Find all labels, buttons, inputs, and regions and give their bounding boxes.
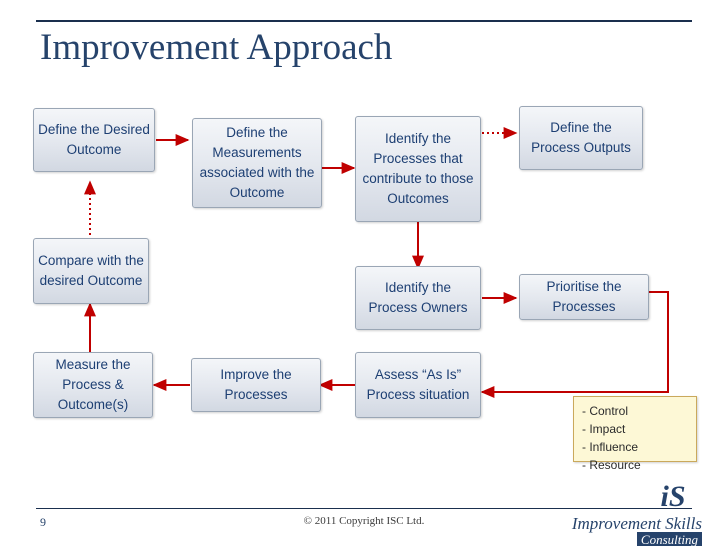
node-identify-process-owners[interactable]: Identify the Process Owners — [355, 266, 481, 330]
node-label: Define the Process Outputs — [531, 120, 631, 155]
logo-subtitle: Consulting — [636, 532, 702, 546]
callout-line-impact: - Impact — [582, 422, 626, 436]
footer-divider — [36, 508, 692, 509]
node-label: Compare with the desired Outcome — [38, 253, 144, 288]
node-compare-with-desired-outcome[interactable]: Compare with the desired Outcome — [33, 238, 149, 304]
copyright-notice: © 2011 Copyright ISC Ltd. — [303, 515, 425, 527]
node-label: Assess “As Is” Process situation — [366, 367, 470, 402]
node-improve-processes[interactable]: Improve the Processes — [191, 358, 321, 412]
callout-line-control: - Control — [582, 404, 629, 418]
callout-line-resource: - Resource — [582, 458, 641, 472]
node-label: Measure the Process & Outcome(s) — [55, 357, 131, 412]
node-label: Improve the Processes — [220, 367, 292, 402]
node-prioritise-processes[interactable]: Prioritise the Processes — [519, 274, 649, 320]
node-label: Identify the Processes that contribute t… — [362, 131, 474, 206]
node-label: Prioritise the Processes — [546, 279, 622, 314]
node-label: Define the Desired Outcome — [38, 122, 150, 157]
node-define-process-outputs[interactable]: Define the Process Outputs — [519, 106, 643, 170]
page-number: 9 — [40, 515, 46, 529]
node-identify-processes[interactable]: Identify the Processes that contribute t… — [355, 116, 481, 222]
node-assess-as-is[interactable]: Assess “As Is” Process situation — [355, 352, 481, 418]
callout-prioritisation-criteria: - Control - Impact - Influence - Resourc… — [573, 396, 697, 472]
node-measure-process-outcomes[interactable]: Measure the Process & Outcome(s) — [33, 352, 153, 418]
company-logo: iS Improvement Skills Consulting — [564, 480, 704, 546]
node-define-measurements[interactable]: Define the Measurements associated with … — [192, 118, 322, 208]
logo-mark-icon: iS — [660, 480, 686, 513]
page-title: Improvement Approach — [40, 27, 393, 68]
callout-line-influence: - Influence — [582, 440, 639, 454]
node-label: Define the Measurements associated with … — [199, 125, 315, 200]
node-label: Identify the Process Owners — [368, 280, 468, 315]
node-define-desired-outcome[interactable]: Define the Desired Outcome — [33, 108, 155, 172]
header-divider — [36, 20, 692, 22]
logo-wordmark: Improvement Skills — [571, 514, 702, 533]
